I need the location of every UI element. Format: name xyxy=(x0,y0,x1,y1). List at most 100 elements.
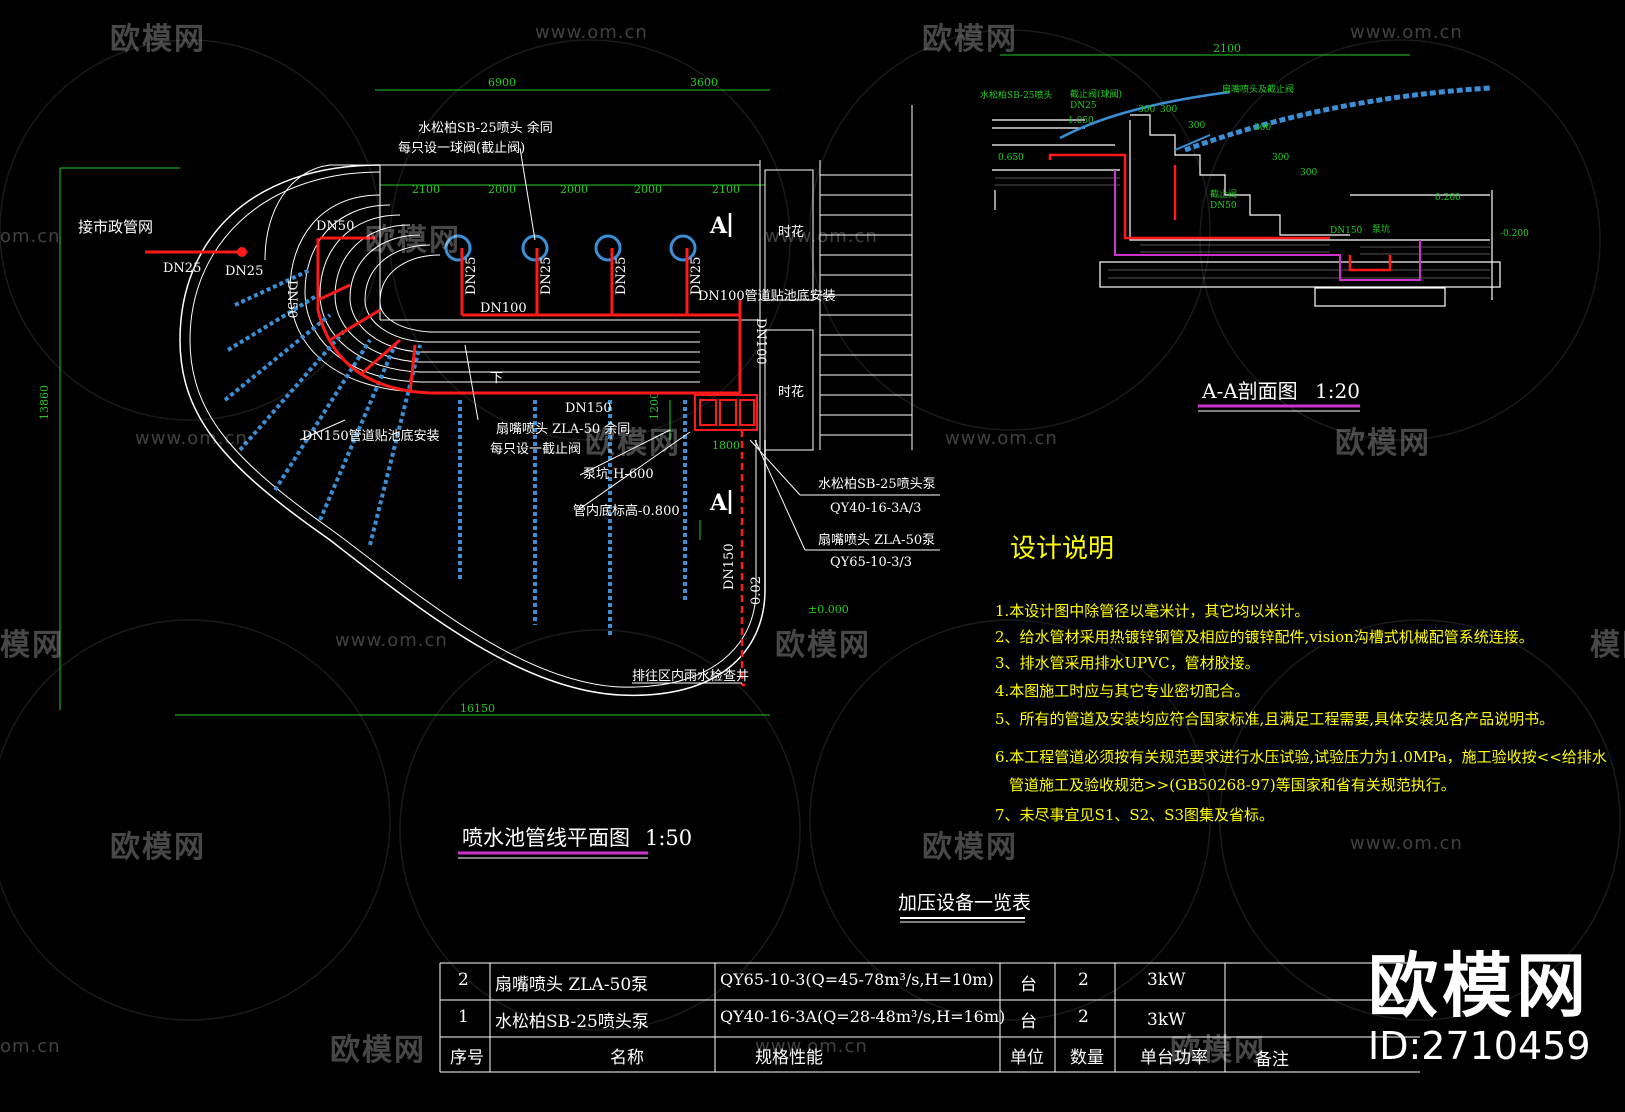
header-remark: 备注 xyxy=(1255,1050,1289,1070)
header-qty: 数量 xyxy=(1070,1048,1104,1068)
row-1-name: 水松柏SB-25喷头泵 xyxy=(495,1012,649,1032)
dim-1800: 1800 xyxy=(712,439,740,452)
dim-top-2: 3600 xyxy=(690,76,718,89)
label-pump-a-1: 水松柏SB-25喷头泵 xyxy=(818,477,936,492)
header-unit: 单位 xyxy=(1010,1048,1044,1068)
watermark-url-1: www.om.cn xyxy=(535,22,648,43)
label-dn25-1: DN25 xyxy=(464,257,479,295)
watermark-brand-10: 欧模网 xyxy=(1170,1033,1266,1068)
label-pump-pit: 泵坑 H-600 xyxy=(583,467,654,482)
row-2-name: 扇嘴喷头 ZLA-50泵 xyxy=(495,975,649,995)
sec-elev-4: -0.200 xyxy=(1500,229,1529,239)
elev-0: ±0.000 xyxy=(808,603,849,616)
city-pipe-label: 接市政管网 xyxy=(78,218,153,236)
watermark-brand-4: 欧模网 xyxy=(585,426,681,461)
label-dn150-v: DN150 xyxy=(722,543,737,590)
row-2-spec: QY65-10-3(Q=45-78m³/s,H=10m) xyxy=(720,970,994,989)
sec-dim-s2: 300 xyxy=(1160,105,1177,115)
equipment-title: 加压设备一览表 xyxy=(898,892,1032,914)
dim-inner-2: 2000 xyxy=(488,183,516,196)
header-name: 名称 xyxy=(610,1048,644,1068)
label-drain: 排往区内雨水检查井 xyxy=(632,668,749,684)
watermark-brand-5: 欧模网 xyxy=(1335,426,1431,461)
row-1-qty: 2 xyxy=(1078,1007,1089,1027)
dim-left: 13860 xyxy=(38,385,51,420)
label-dn50-a: DN50 xyxy=(316,219,354,234)
section-mark-top: A xyxy=(709,213,728,239)
sec-dim-s4: 300 xyxy=(1254,123,1271,133)
watermark-fragment-2: 模网 xyxy=(1590,628,1625,663)
row-2-qty: 2 xyxy=(1078,970,1089,990)
note-6: 6.本工程管道必须按有关规范要求进行水压试验,试验压力为1.0MPa，施工验收按… xyxy=(995,748,1607,766)
dim-1200: 1200 xyxy=(648,392,661,420)
watermark-circles xyxy=(0,29,1621,1031)
row-2-no: 2 xyxy=(458,970,469,990)
sec-label-5: DN150 xyxy=(1330,226,1363,236)
note-5: 5、所有的管道及安装均应符合国家标准,且满足工程需要,具体安装见各产品说明书。 xyxy=(995,710,1555,728)
label-pipe-bottom: 管内底标高-0.800 xyxy=(573,503,680,519)
label-dn25-b: DN25 xyxy=(225,264,263,279)
sec-label-4: 扇嘴喷头及截止阀 xyxy=(1222,83,1294,95)
dim-inner-1: 2100 xyxy=(412,183,440,196)
brand-name: 欧模网 xyxy=(1368,945,1590,1027)
brand-id: ID:2710459 xyxy=(1368,1024,1591,1068)
flower-bed-2: 时花 xyxy=(778,384,804,400)
header-spec: 规格性能 xyxy=(755,1048,823,1068)
label-nozzle-top-1: 水松柏SB-25喷头 余同 xyxy=(418,120,553,136)
note-7: 7、未尽事宜见S1、S2、S3图集及省标。 xyxy=(995,806,1275,824)
label-dn25-2: DN25 xyxy=(539,257,554,295)
label-dn150: DN150 xyxy=(565,401,612,416)
dim-inner-4: 2000 xyxy=(634,183,662,196)
watermark-url-6: www.om.cn xyxy=(1350,833,1463,854)
label-pump-a-2: QY40-16-3A/3 xyxy=(830,501,921,516)
watermark-url-2: www.om.cn xyxy=(1350,22,1463,43)
watermark-brand-1: 欧模网 xyxy=(110,22,206,57)
sec-dim-s3: 300 xyxy=(1188,121,1205,131)
label-nozzle-top-2: 每只设一球阀(截止阀) xyxy=(398,140,525,156)
watermark-brand-8: 欧模网 xyxy=(922,830,1018,865)
label-pump-b-2: QY65-10-3/3 xyxy=(830,555,912,570)
row-1-no: 1 xyxy=(458,1007,469,1027)
label-fan-nozzle-1: 扇嘴喷头 ZLA-50 余同 xyxy=(496,421,630,437)
sec-label-7: 截止阀 xyxy=(1210,188,1237,200)
label-dn25-3: DN25 xyxy=(614,257,629,295)
header-no: 序号 xyxy=(450,1048,484,1068)
dim-bottom: 16150 xyxy=(460,702,495,715)
watermark-url-frag-2: om.cn xyxy=(0,1036,61,1057)
row-2-power: 3kW xyxy=(1147,970,1186,990)
note-1: 1.本设计图中除管径以毫米计，其它均以米计。 xyxy=(995,602,1310,620)
row-1-unit: 台 xyxy=(1020,1012,1037,1032)
sec-elev-1: 0.650 xyxy=(998,153,1024,163)
sec-dim-s6: 300 xyxy=(1300,168,1317,178)
plan-drawing: 6900 3600 2100 2000 2000 2000 2100 13860… xyxy=(38,76,940,859)
row-1-spec: QY40-16-3A(Q=28-48m³/s,H=16m) xyxy=(720,1007,1006,1026)
label-dn100-note: DN100管道贴池底安装 xyxy=(698,288,836,304)
sec-label-1: 水松柏SB-25喷头 xyxy=(980,89,1052,101)
header-power: 单台功率 xyxy=(1140,1048,1208,1068)
note-4: 4.本图施工时应与其它专业密切配合。 xyxy=(995,682,1250,700)
row-1-power: 3kW xyxy=(1147,1010,1186,1030)
note-3: 3、排水管采用排水UPVC，管材胶接。 xyxy=(995,654,1260,672)
sec-label-8: DN50 xyxy=(1210,201,1237,211)
sec-label-3: DN25 xyxy=(1070,101,1097,111)
label-dn100: DN100 xyxy=(480,301,527,316)
sec-label-6: 泵坑 xyxy=(1372,223,1390,235)
section-drawing: 2100 xyxy=(980,42,1529,412)
watermark-fragment-1: 模网 xyxy=(0,628,64,663)
watermark-url-4: www.om.cn xyxy=(945,428,1058,449)
watermark-url-frag-1: om.cn xyxy=(0,226,61,247)
watermark-url-5b: www.om.cn xyxy=(765,226,878,247)
sec-elev-2: 1.050 xyxy=(1068,116,1094,126)
label-down: 下 xyxy=(490,371,503,386)
label-dn150-note: DN150管道贴池底安装 xyxy=(302,428,440,444)
dim-top-1: 6900 xyxy=(488,76,516,89)
section-mark-bottom: A xyxy=(709,490,728,516)
note-2: 2、给水管材采用热镀锌钢管及相应的镀锌配件,vision沟槽式机械配管系统连接。 xyxy=(995,628,1534,646)
note-6-cont: 管道施工及验收规范>>(GB50268-97)等国家和省有关规范执行。 xyxy=(1009,776,1456,794)
notes-title: 设计说明 xyxy=(1010,534,1115,564)
flower-bed-1: 时花 xyxy=(778,224,804,240)
dim-inner-3: 2000 xyxy=(560,183,588,196)
sec-dim-s5: 300 xyxy=(1272,153,1289,163)
sec-elev-3: 0.200 xyxy=(1435,193,1461,203)
